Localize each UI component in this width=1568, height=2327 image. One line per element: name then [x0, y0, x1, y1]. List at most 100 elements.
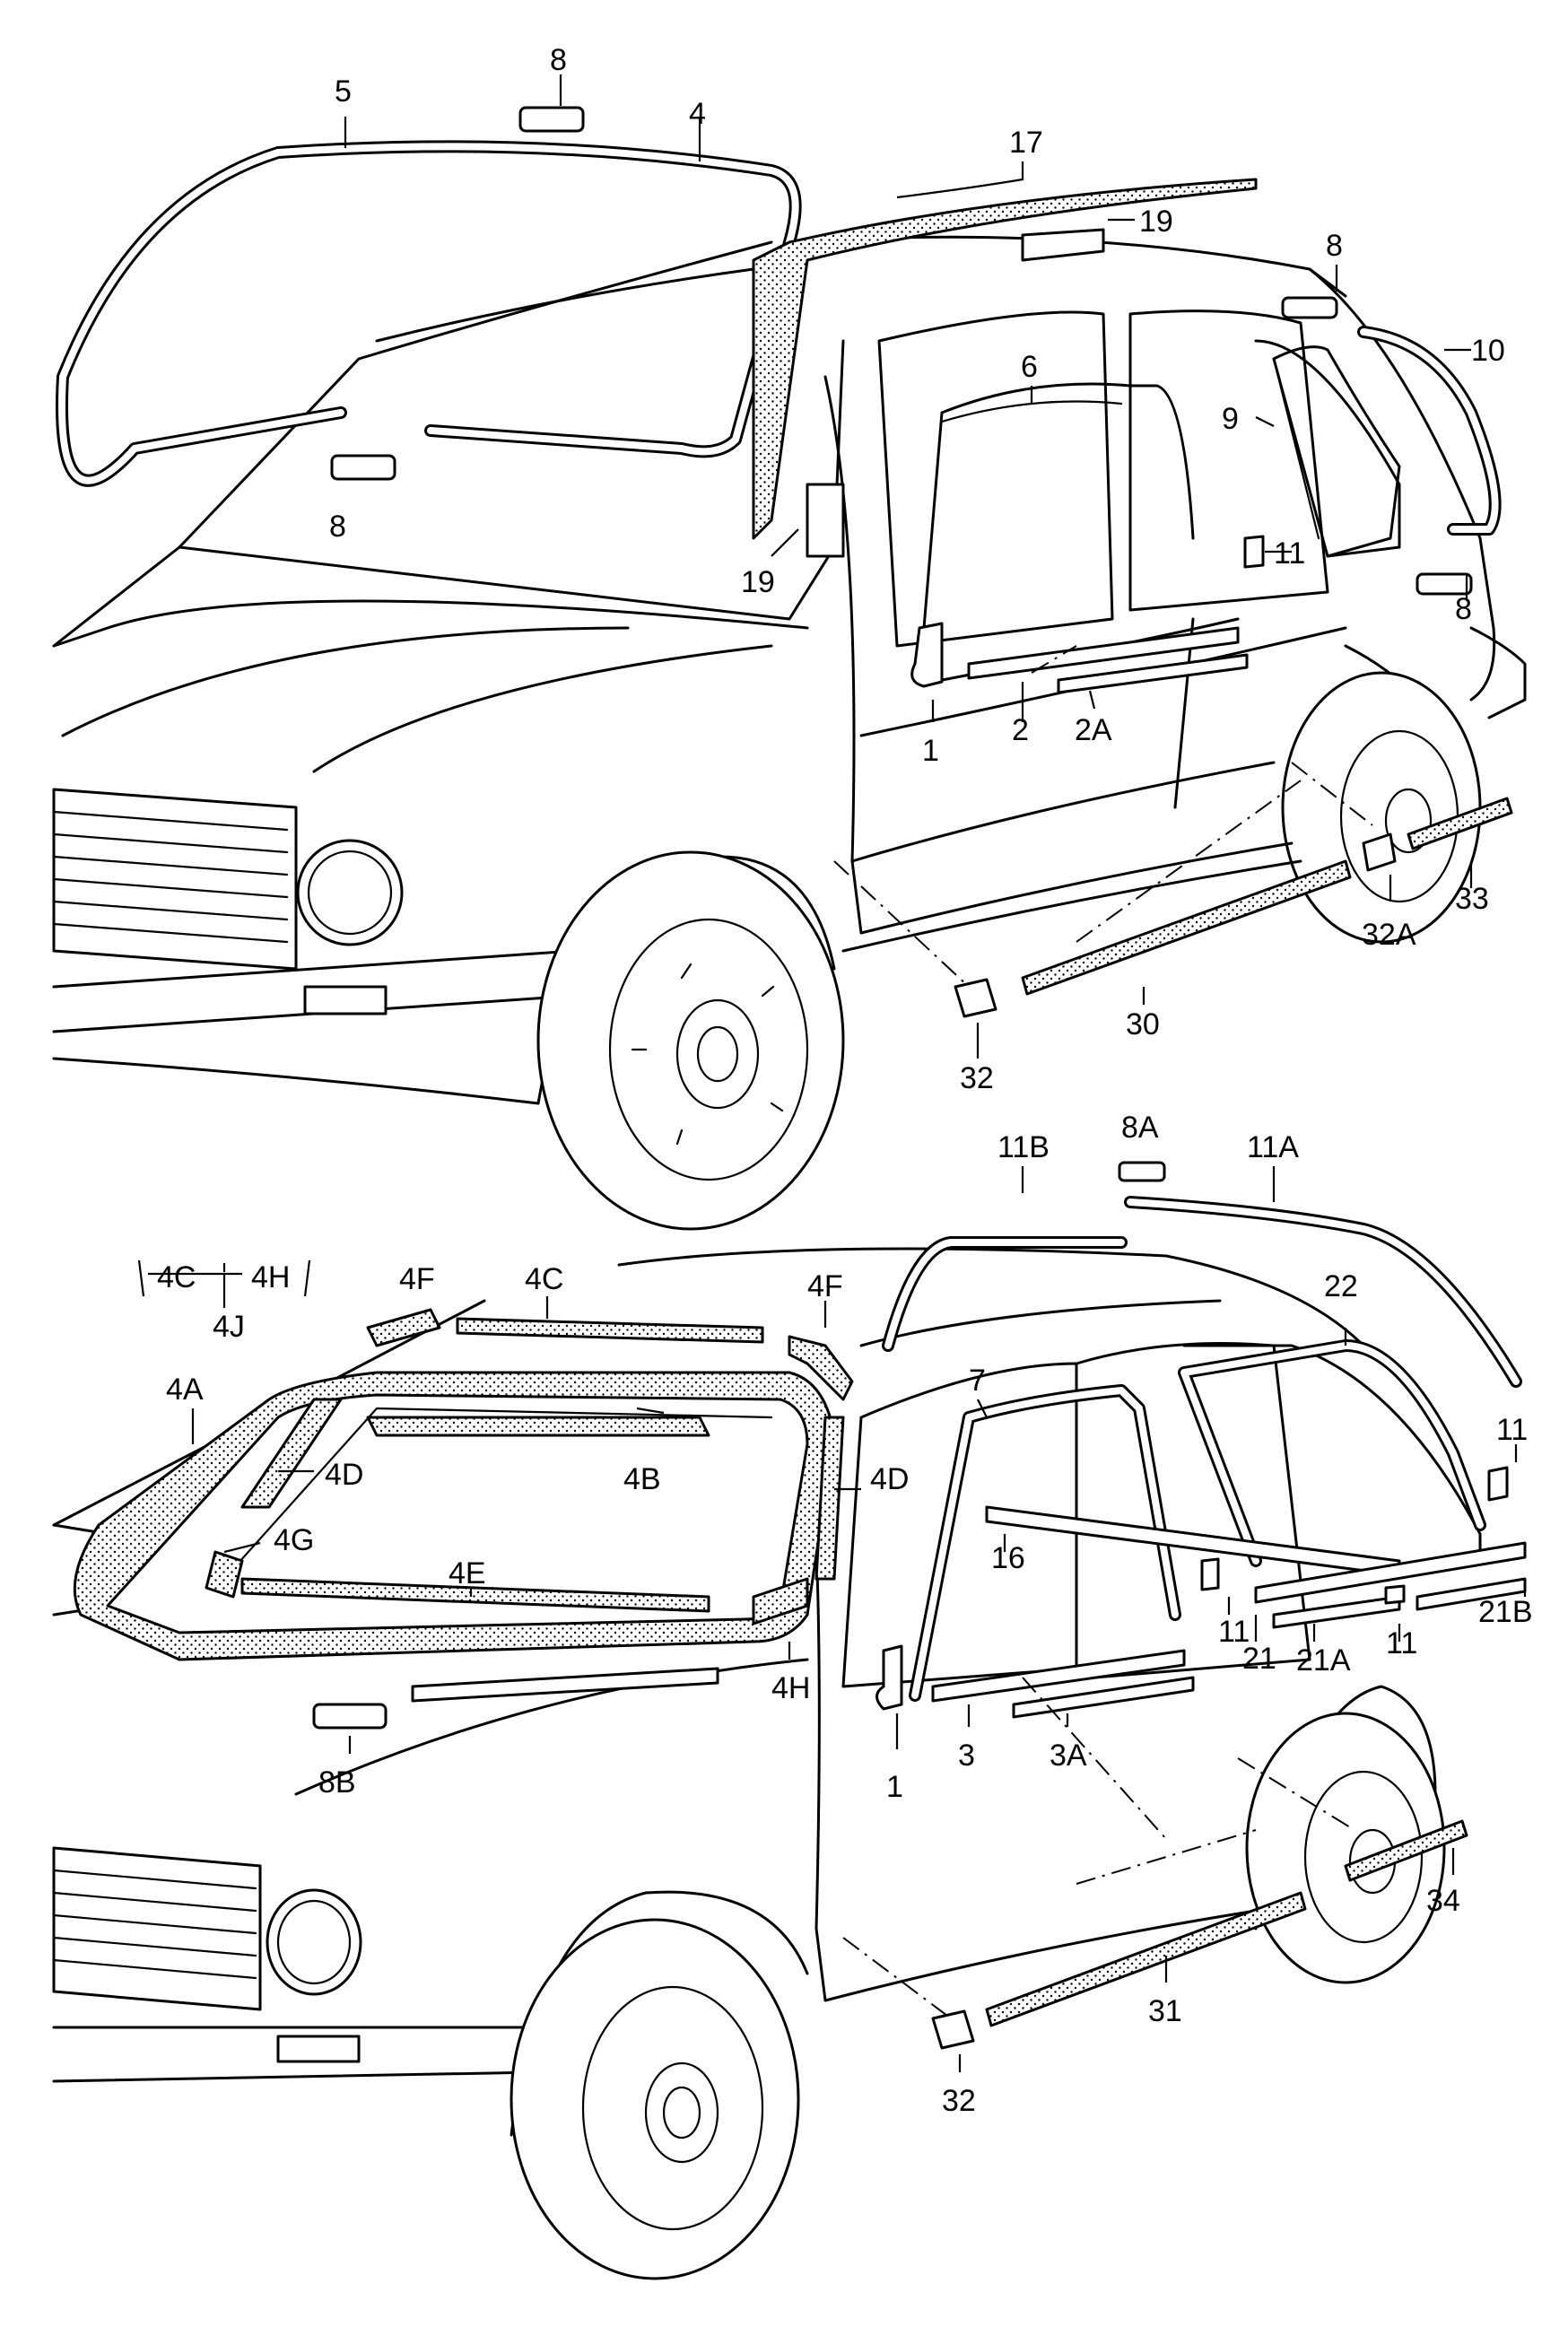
sill-trim-part-33 [1407, 797, 1513, 850]
clip-part-32-upper [954, 978, 997, 1018]
callout: 16 [991, 1541, 1025, 1575]
seal-part-4B [366, 1416, 710, 1437]
sill-trim-part-31 [985, 1891, 1307, 2027]
callout: 2 [1012, 713, 1029, 747]
seal-part-4F-right [788, 1335, 854, 1401]
callout: 1 [886, 1770, 903, 1804]
callout: 21B [1478, 1595, 1533, 1629]
callout: 4G [274, 1523, 314, 1557]
clip-part-11-upper [1243, 535, 1265, 569]
callout: 11B [997, 1130, 1050, 1164]
upper-grille [52, 788, 585, 1105]
callout: 21 [1242, 1642, 1276, 1676]
callout: 8 [329, 510, 346, 544]
callout: 1 [922, 734, 939, 768]
callout: 21A [1296, 1643, 1351, 1678]
callout: 4C [525, 1262, 563, 1296]
strip-part-4-lower [411, 1667, 719, 1703]
callout: 8A [1121, 1111, 1159, 1145]
seal-part-4F-left [366, 1308, 441, 1347]
seal-part-4H [752, 1577, 809, 1625]
callout: 4H [771, 1671, 810, 1705]
clip-part-11-c [1487, 1466, 1509, 1502]
callout: 4 [689, 97, 706, 131]
callout: 2A [1075, 713, 1112, 747]
callout: 11A [1247, 1130, 1299, 1164]
callout: 3A [1050, 1739, 1087, 1773]
callout: 4B [623, 1462, 661, 1496]
bracket-part-19-left [806, 483, 845, 558]
strip-part-2A [1057, 653, 1249, 694]
callout: 4E [449, 1556, 486, 1591]
sill-trim-part-34 [1344, 1819, 1468, 1882]
callout: 11 [1386, 1626, 1417, 1660]
strip-part-21 [1254, 1541, 1527, 1604]
callout: 11 [1274, 536, 1305, 571]
callout: 5 [335, 74, 352, 109]
callout: 34 [1426, 1884, 1460, 1918]
bracket-part-19-top [1021, 228, 1105, 262]
callout: 19 [741, 565, 775, 599]
upper-front-wheel [536, 850, 845, 1231]
seal-part-4D-right [814, 1416, 845, 1581]
strip-part-2 [967, 626, 1240, 680]
seal-part-4C [456, 1317, 764, 1344]
callout: 32 [942, 2084, 976, 2118]
clip-part-32-lower [931, 2009, 975, 2050]
clip-part-11-b [1384, 1584, 1406, 1605]
callout: 19 [1139, 205, 1173, 239]
clip-part-1-upper [910, 622, 944, 688]
windshield-frame-part-5-4 [56, 140, 802, 487]
strip-part-3 [931, 1649, 1186, 1703]
clip-part-32A [1362, 832, 1397, 872]
lower-grille [52, 1846, 549, 2083]
callout: 31 [1148, 1994, 1182, 2028]
lower-callouts: 11B 8A 11A 4C 4H 4J 4F 4C 4F 22 4A 4D 7 … [137, 1111, 1533, 2118]
clip-part-8-right [1281, 296, 1338, 319]
callout: 3 [958, 1739, 975, 1773]
strip-part-3A [1012, 1676, 1195, 1719]
callout: 4D [870, 1462, 909, 1496]
callout: 4C [157, 1260, 196, 1294]
callout: 4J [213, 1310, 245, 1344]
callout: 4F [399, 1262, 435, 1296]
callout: 4H [251, 1260, 290, 1294]
window-frame-part-22 [1178, 1339, 1486, 1567]
roof-trim-part-17 [752, 178, 1258, 540]
callout: 4D [325, 1458, 363, 1492]
strip-part-21A [1272, 1595, 1401, 1629]
strip-part-16 [985, 1505, 1401, 1577]
callout: 17 [1009, 126, 1043, 160]
callout: 8 [1326, 229, 1343, 263]
seal-part-4E [240, 1577, 710, 1613]
clip-part-8-left [330, 454, 396, 481]
callout: 4F [807, 1269, 843, 1303]
callout: 7 [969, 1364, 986, 1398]
callout: 9 [1222, 402, 1239, 436]
sill-trim-part-30 [1021, 859, 1352, 996]
callout: 8 [1455, 592, 1472, 626]
clip-part-11-a [1200, 1557, 1220, 1591]
callout: 33 [1455, 882, 1489, 916]
upper-car [52, 74, 1527, 1231]
clip-part-8A [1118, 1161, 1166, 1182]
callout: 4A [166, 1373, 204, 1407]
callout: 11 [1218, 1615, 1250, 1649]
callout: 22 [1324, 1269, 1358, 1303]
callout: 30 [1126, 1007, 1160, 1041]
upper-callouts: 8 5 4 17 19 8 10 6 9 8 11 8 19 1 2 2A 32… [329, 43, 1505, 1095]
clip-part-1-lower [875, 1644, 903, 1711]
seal-part-4G [205, 1550, 244, 1599]
seal-part-4D-left [240, 1398, 343, 1509]
lower-rear-wheel [1245, 1685, 1446, 1984]
upper-rear-wheel [1281, 671, 1482, 944]
window-frame-part-7 [909, 1384, 1181, 1702]
lower-front-wheel [510, 1890, 809, 2280]
clip-part-8B [312, 1703, 388, 1730]
windshield-seal-assembly [73, 1308, 854, 1661]
callout: 10 [1471, 334, 1505, 368]
callout: 6 [1021, 350, 1038, 384]
clip-part-8-rear [1416, 572, 1473, 596]
